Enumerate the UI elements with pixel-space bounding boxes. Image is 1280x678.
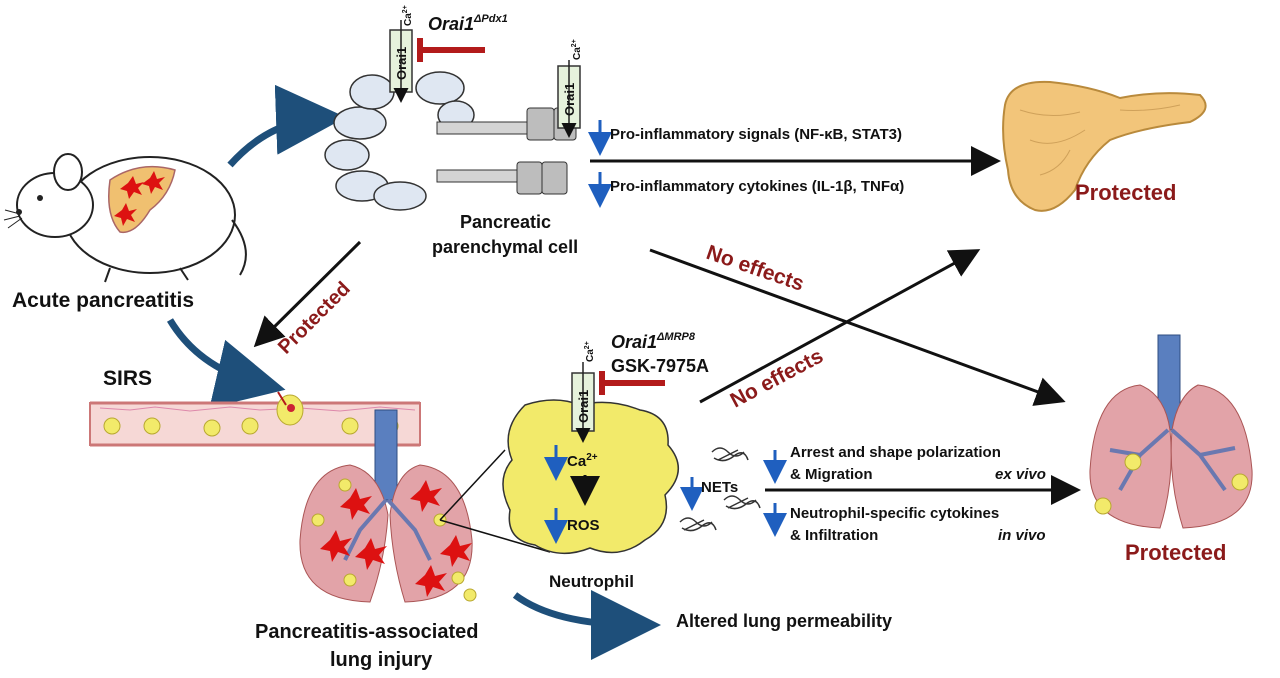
orai1-mrp8-inhibitor bbox=[599, 371, 665, 395]
orai1-channel-duct: Orai1 Ca2+ bbox=[557, 39, 583, 138]
gsk-label: GSK-7975A bbox=[611, 356, 709, 376]
orai1-channel-label: Orai1 bbox=[394, 47, 409, 80]
ca-label-3: Ca2+ bbox=[584, 341, 596, 362]
blood-vessel bbox=[89, 391, 421, 447]
parenchymal-label-2: parenchymal cell bbox=[432, 237, 578, 257]
arrow-parenchyma-to-sirs bbox=[253, 240, 362, 348]
neutrophil-label: Neutrophil bbox=[549, 572, 634, 591]
ca-label-2: Ca2+ bbox=[571, 39, 583, 60]
parenchymal-label-1: Pancreatic bbox=[460, 212, 551, 232]
curve-arrow-to-permeability bbox=[512, 589, 661, 660]
orai1-pdx1-label: Orai1ΔPdx1 bbox=[428, 13, 508, 34]
ros-label: ROS bbox=[567, 517, 600, 534]
nets-label: NETs bbox=[701, 479, 738, 496]
ex-vivo-label: ex vivo bbox=[995, 466, 1046, 483]
orai1-channel-neutrophil: Orai1 Ca2+ bbox=[571, 341, 596, 443]
curve-arrow-to-sirs bbox=[166, 318, 286, 409]
pro-inflam-cytokines-label: Pro-inflammatory cytokines (IL-1β, TNFα) bbox=[610, 178, 904, 195]
arrest-label-1: Arrest and shape polarization bbox=[790, 444, 1001, 461]
curve-arrow-to-parenchyma bbox=[227, 84, 346, 168]
protected-pancreas-label: Protected bbox=[1075, 180, 1176, 205]
orai1-channel-label-3: Orai1 bbox=[576, 390, 591, 423]
lung-injury-label-2: lung injury bbox=[330, 649, 433, 671]
zoom-line-bottom bbox=[439, 519, 551, 553]
nets-strands bbox=[679, 447, 761, 532]
ca2-label: Ca2+ bbox=[567, 452, 598, 470]
pro-inflam-signals-label: Pro-inflammatory signals (NF-κB, STAT3) bbox=[610, 126, 902, 143]
arrow-parenchyma-to-lung bbox=[649, 248, 1066, 406]
altered-permeability-label: Altered lung permeability bbox=[676, 611, 892, 631]
protected-lung-label: Protected bbox=[1125, 540, 1226, 565]
sirs-label: SIRS bbox=[103, 367, 152, 390]
ca-label-1: Ca2+ bbox=[402, 5, 414, 26]
orai1-pdx1-inhibitor bbox=[417, 38, 485, 62]
in-vivo-label: in vivo bbox=[998, 527, 1046, 544]
arrest-label-2: & Migration bbox=[790, 466, 873, 483]
acute-pancreatitis-label: Acute pancreatitis bbox=[12, 289, 194, 312]
zoom-line-top bbox=[439, 449, 506, 521]
protected-lungs bbox=[1089, 334, 1253, 529]
injured-lungs bbox=[299, 409, 477, 603]
orai1-channel-acinus: Orai1 Ca2+ bbox=[389, 5, 414, 103]
neutro-cytokines-label-1: Neutrophil-specific cytokines bbox=[790, 505, 999, 522]
orai1-channel-label-2: Orai1 bbox=[562, 83, 577, 116]
protected-left-label: Protected bbox=[274, 278, 355, 359]
lung-injury-label-1: Pancreatitis-associated bbox=[255, 621, 478, 643]
neutro-cytokines-label-2: & Infiltration bbox=[790, 527, 878, 544]
mouse-illustration bbox=[3, 153, 247, 283]
arrow-neutrophil-to-pancreas bbox=[699, 249, 981, 404]
orai1-mrp8-label: Orai1ΔMRP8 bbox=[611, 331, 696, 352]
pancreatic-acinus bbox=[324, 71, 577, 211]
pancreas-organ bbox=[1002, 80, 1207, 212]
